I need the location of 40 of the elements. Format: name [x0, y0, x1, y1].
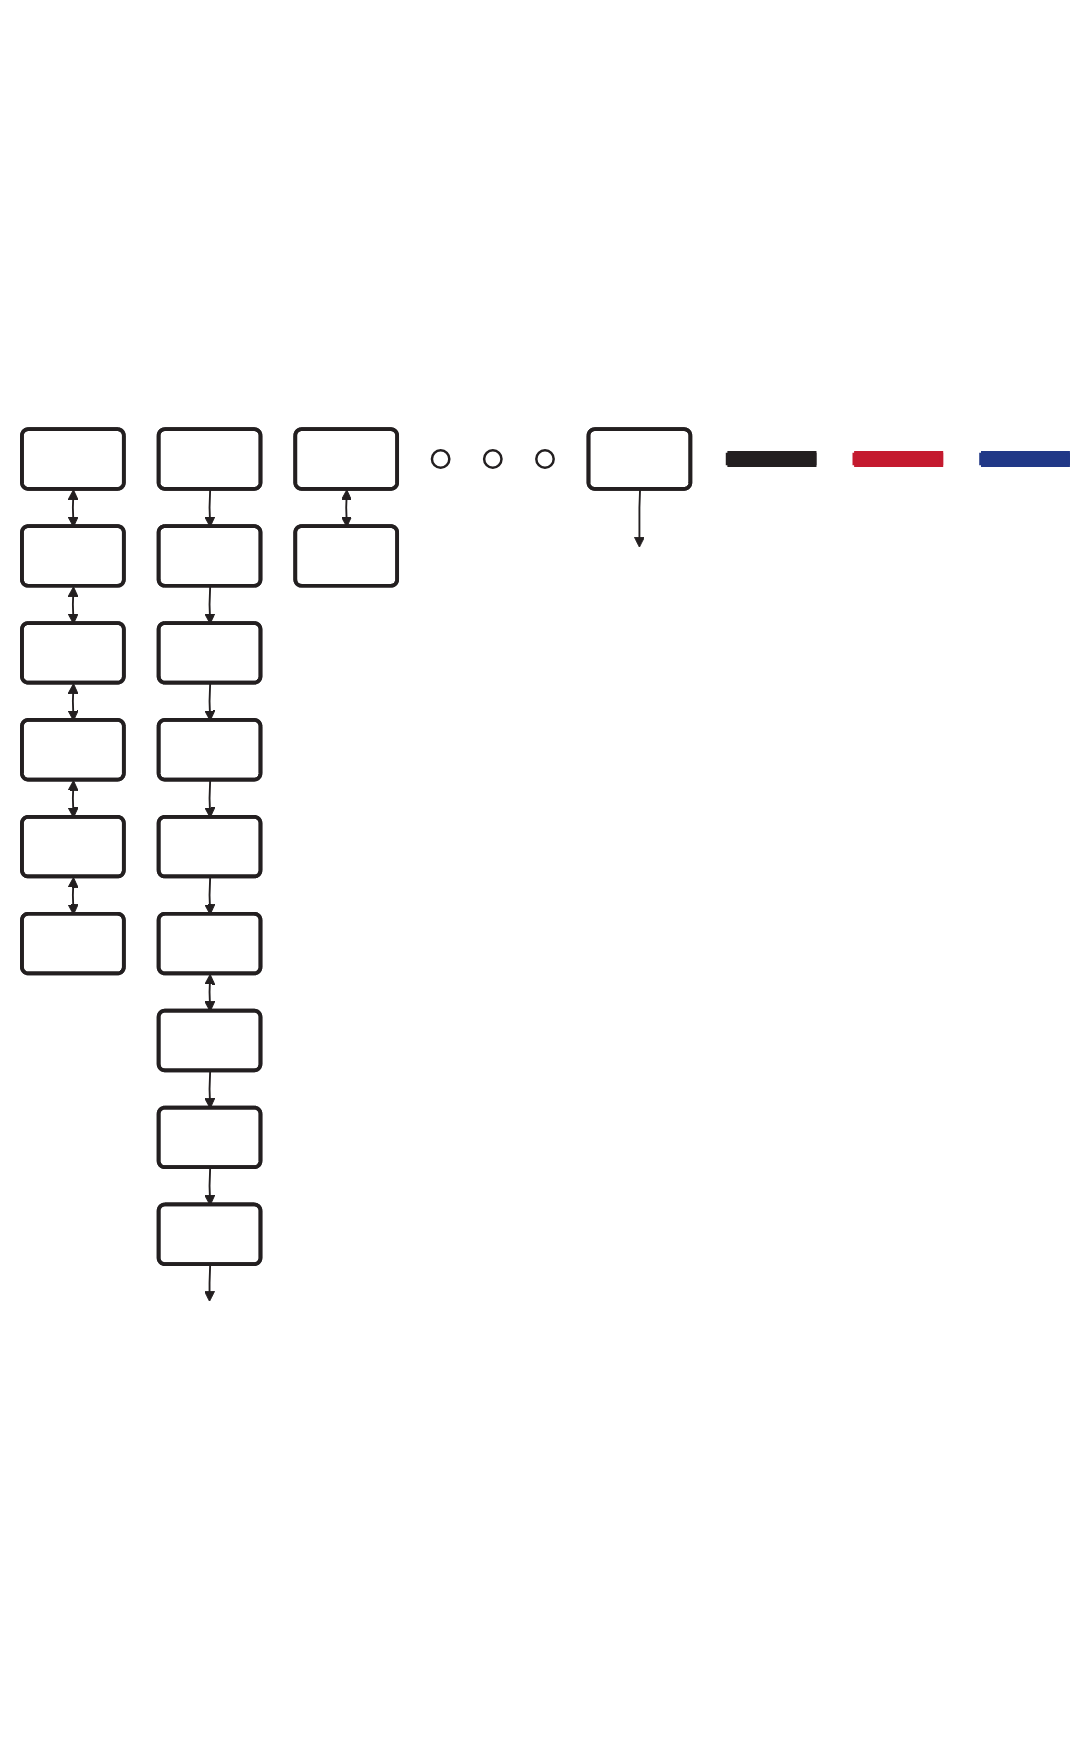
footer-bar [725, 450, 817, 468]
footer-bar [852, 450, 944, 468]
arrow [204, 876, 216, 915]
double-arrow [67, 683, 79, 722]
circle-marker [535, 449, 555, 469]
rounded-box [156, 911, 263, 976]
rounded-box [20, 815, 126, 879]
double-arrow [341, 489, 352, 528]
rounded-box [20, 621, 126, 685]
rounded-box [156, 815, 263, 879]
rounded-box [156, 1202, 263, 1266]
arrow [204, 1166, 216, 1206]
rounded-box [156, 718, 263, 782]
double-arrow [67, 489, 79, 528]
arrow [204, 1070, 216, 1109]
arrow [633, 488, 645, 548]
arrow [204, 1263, 215, 1302]
rounded-box [156, 524, 263, 588]
footer-bar [979, 450, 1070, 468]
arrow [204, 779, 216, 818]
rounded-box [156, 1008, 263, 1073]
rounded-box [20, 911, 126, 976]
rounded-box [293, 524, 399, 588]
arrow [204, 488, 216, 528]
rounded-box [293, 427, 399, 491]
circle-marker [430, 449, 451, 469]
rounded-box [586, 427, 693, 491]
rounded-box [20, 718, 126, 782]
double-arrow [67, 586, 79, 625]
rounded-box [156, 621, 263, 685]
arrow [204, 585, 216, 625]
double-arrow [204, 974, 216, 1012]
rounded-box [156, 427, 263, 491]
double-arrow [67, 780, 79, 818]
double-arrow [67, 877, 79, 915]
circle-marker [482, 449, 503, 469]
arrow [204, 682, 216, 722]
rounded-box [20, 524, 126, 588]
rounded-box [20, 427, 126, 491]
rounded-box [156, 1105, 263, 1170]
